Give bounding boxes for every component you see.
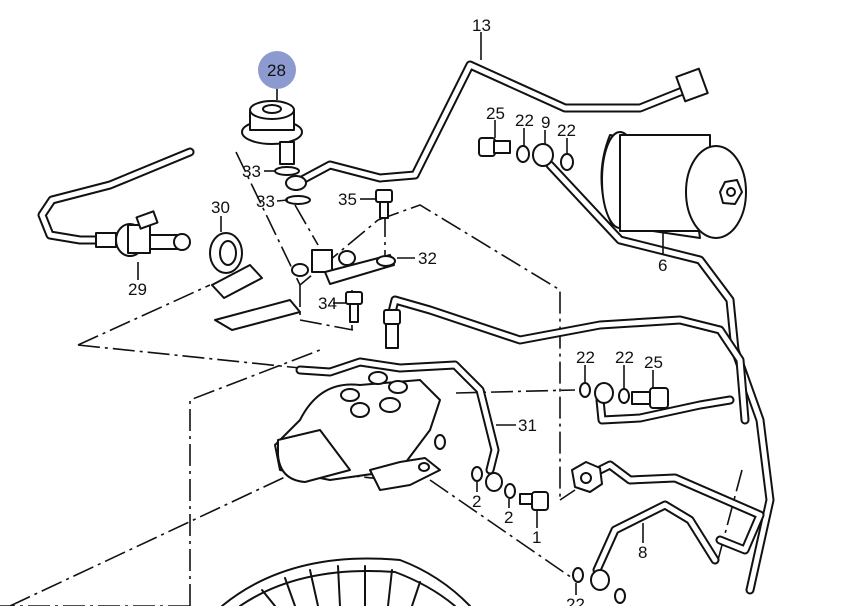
- guide-line: [559, 489, 576, 501]
- line-nut[interactable]: [571, 461, 603, 493]
- callout-1[interactable]: 1: [532, 528, 541, 547]
- guide-line: [429, 479, 576, 581]
- seal-33a[interactable]: [274, 166, 300, 176]
- callout-6[interactable]: 6: [658, 256, 667, 275]
- fuel-line-8: [592, 500, 720, 575]
- callout-33b[interactable]: 33: [256, 192, 275, 211]
- seal-22c[interactable]: [579, 382, 591, 398]
- guide-line: [455, 389, 576, 394]
- seal-2b[interactable]: [504, 483, 516, 499]
- line-13-nut[interactable]: [675, 67, 709, 103]
- callout-8[interactable]: 8: [638, 543, 647, 562]
- seal-33b[interactable]: [285, 195, 311, 205]
- cold-start-valve-29[interactable]: [95, 210, 191, 257]
- highlight-circle-28: [258, 51, 296, 89]
- fuel-lines: [37, 60, 775, 595]
- banjo-fitting-13[interactable]: [285, 175, 307, 191]
- callout-13[interactable]: 13: [472, 16, 491, 35]
- banjo-bolt-25a[interactable]: [478, 137, 511, 157]
- banjo-fitting-22[interactable]: [594, 382, 614, 404]
- callout-2b[interactable]: 2: [504, 508, 513, 527]
- callout-31[interactable]: 31: [518, 416, 537, 435]
- callout-28[interactable]: 28: [267, 61, 286, 80]
- banjo-bolt-1[interactable]: [519, 491, 549, 511]
- seal-22f[interactable]: [614, 588, 626, 604]
- fuel-filter-6[interactable]: [600, 131, 747, 239]
- callout-22a[interactable]: 22: [515, 111, 534, 130]
- callout-22e[interactable]: 22: [566, 595, 585, 606]
- callout-22d[interactable]: 22: [615, 348, 634, 367]
- banjo-bolt-25b[interactable]: [631, 387, 669, 409]
- callout-29[interactable]: 29: [128, 280, 147, 299]
- guide-line: [377, 204, 561, 500]
- bolt-34[interactable]: [345, 291, 363, 323]
- callout-2a[interactable]: 2: [472, 492, 481, 511]
- callout-33a[interactable]: 33: [242, 162, 261, 181]
- seal-22e[interactable]: [572, 567, 584, 583]
- banjo-fitting-9[interactable]: [532, 143, 554, 167]
- callout-25b[interactable]: 25: [644, 353, 663, 372]
- callout-9[interactable]: 9: [541, 113, 550, 132]
- injector-fitting[interactable]: [383, 309, 401, 349]
- guide-line: [0, 469, 391, 606]
- callout-35[interactable]: 35: [338, 190, 357, 209]
- guide-line: [189, 349, 321, 606]
- guide-line: [299, 285, 354, 331]
- seal-22d[interactable]: [618, 388, 630, 404]
- callout-22b[interactable]: 22: [557, 121, 576, 140]
- callout-32[interactable]: 32: [418, 249, 437, 268]
- seal-22b[interactable]: [560, 153, 574, 171]
- fuel-distributor[interactable]: [274, 371, 446, 491]
- callout-22c[interactable]: 22: [576, 348, 595, 367]
- bracket-30[interactable]: [209, 232, 301, 331]
- seal-22a[interactable]: [516, 145, 530, 163]
- seal-2a[interactable]: [471, 466, 483, 482]
- callout-30[interactable]: 30: [211, 198, 230, 217]
- callouts: 13 28 33 33 35 25 22 9 22 6 30 29 32 34 …: [128, 16, 667, 606]
- bracket-32[interactable]: [291, 249, 396, 285]
- pressure-regulator-part[interactable]: [241, 100, 303, 165]
- airflow-sensor-plate: [221, 557, 471, 606]
- callout-25a[interactable]: 25: [486, 104, 505, 123]
- guide-line: [294, 204, 319, 246]
- banjo-fitting-31[interactable]: [485, 472, 503, 492]
- bolt-35[interactable]: [375, 189, 393, 219]
- fuel-line-distributor: [385, 295, 750, 425]
- banjo-fitting-8[interactable]: [590, 569, 610, 591]
- callout-34[interactable]: 34: [318, 294, 337, 313]
- guide-line: [77, 284, 301, 369]
